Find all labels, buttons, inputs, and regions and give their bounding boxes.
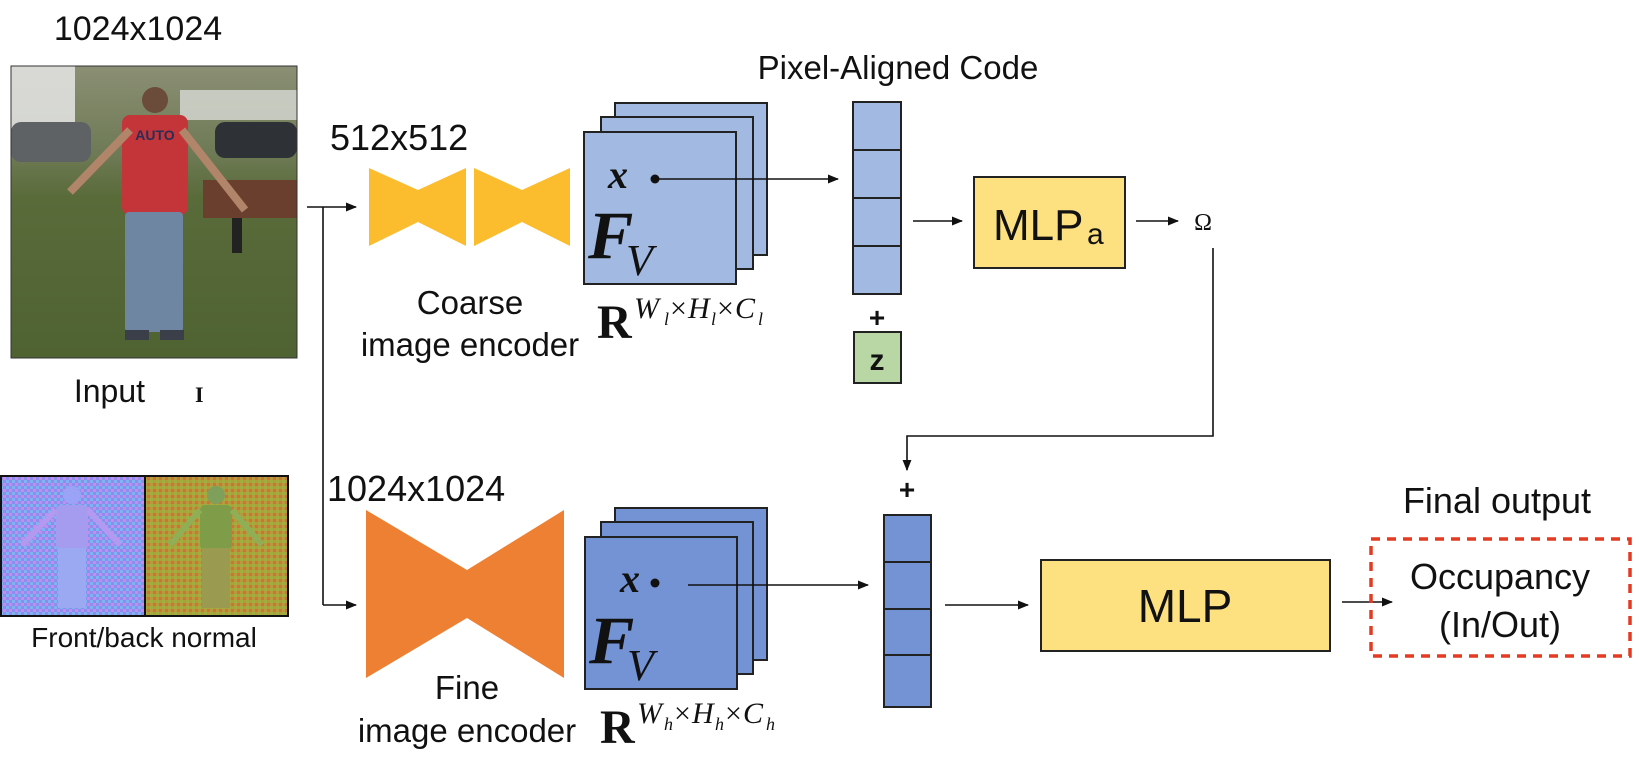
coarse-encoder-hourglass-1 — [369, 168, 466, 246]
fine-space-sub-h: h — [715, 714, 724, 734]
final-output-title: Final output — [1403, 480, 1591, 521]
fine-code-plus-sign: + — [899, 474, 915, 505]
fine-feature-sub: V — [627, 641, 659, 690]
fine-space-c: C — [743, 697, 764, 730]
mlp-label: MLP — [1138, 580, 1233, 632]
z-box — [853, 331, 902, 384]
fine-space-sub-w: h — [664, 714, 673, 734]
coarse-space-notation: R W l × H l × C l — [597, 292, 763, 349]
fine-space-w: W — [637, 697, 665, 730]
input-photo: AUTO — [10, 65, 298, 359]
coarse-space-sub-w: l — [664, 309, 669, 329]
code-plus-sign: + — [869, 302, 885, 333]
coarse-space-w: W — [634, 292, 662, 325]
output-line-1: Occupancy — [1410, 556, 1590, 597]
coarse-space-c: C — [735, 292, 756, 325]
input-label: Input — [74, 373, 145, 409]
coarse-space-sub-c: l — [758, 309, 763, 329]
omega-symbol: Ω — [1194, 210, 1212, 236]
mlp-a-sub: a — [1087, 218, 1104, 251]
fine-space-notation: R W h × H h × C h — [600, 697, 775, 754]
coarse-encoder-label-2: image encoder — [361, 326, 579, 363]
coarse-feature-sub: V — [626, 236, 658, 285]
coarse-code-vector — [852, 101, 902, 295]
fine-point-x: x — [619, 556, 640, 601]
coarse-feature-stack — [583, 102, 768, 285]
coarse-space-h: H — [687, 292, 712, 325]
coarse-space-sub-h: l — [711, 309, 716, 329]
input-resolution-label: 1024x1024 — [54, 10, 222, 48]
fine-space-times-2: × — [725, 697, 742, 730]
back-normal-map — [144, 475, 289, 617]
normal-label: Front/back normal — [31, 622, 257, 653]
coarse-space-times-2: × — [717, 292, 734, 325]
output-line-2: (In/Out) — [1439, 604, 1561, 645]
fine-feature-stack — [584, 507, 768, 690]
fine-space-base: R — [600, 701, 636, 754]
fine-encoder-label-2: image encoder — [358, 712, 576, 749]
z-label: z — [870, 344, 885, 377]
omega-feedback-arrow — [902, 248, 1214, 472]
coarse-encoder-hourglass-2 — [474, 168, 570, 246]
coarse-resolution-label: 512x512 — [330, 117, 468, 158]
pixel-aligned-code-title: Pixel-Aligned Code — [758, 49, 1039, 86]
coarse-space-times-1: × — [670, 292, 687, 325]
fine-encoder-label-1: Fine — [435, 669, 499, 706]
front-normal-map — [0, 475, 146, 617]
fine-resolution-label: 1024x1024 — [327, 468, 505, 509]
coarse-point-x: x — [607, 152, 628, 197]
coarse-space-base: R — [597, 296, 633, 349]
fine-code-vector — [883, 514, 932, 708]
fine-point-dot — [650, 578, 660, 588]
mlp-box — [1040, 559, 1331, 652]
fine-encoder-hourglass — [366, 510, 564, 678]
fine-feature-name: F — [588, 602, 634, 678]
mlp-a-box — [973, 176, 1126, 269]
coarse-encoder-label-1: Coarse — [417, 284, 523, 321]
fine-space-sub-c: h — [766, 714, 775, 734]
coarse-feature-name: F — [587, 197, 633, 273]
mlp-a-label: MLP — [993, 201, 1083, 250]
fine-space-h: H — [691, 697, 716, 730]
fine-space-times-1: × — [674, 697, 691, 730]
output-dashed-box — [1369, 537, 1632, 658]
svg-text:AUTO: AUTO — [135, 127, 175, 143]
input-symbol: I — [195, 382, 204, 407]
